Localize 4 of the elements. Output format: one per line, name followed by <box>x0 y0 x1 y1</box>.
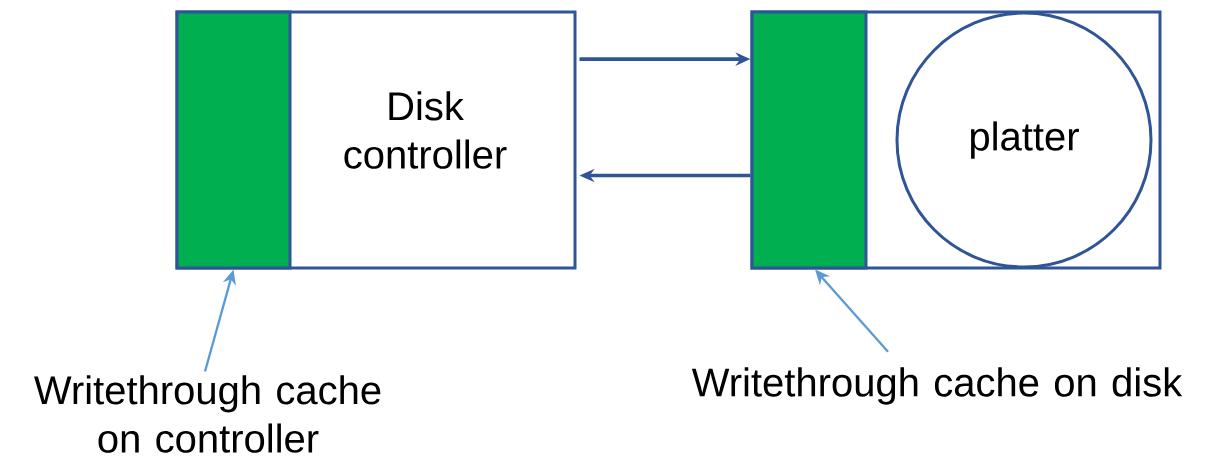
cache-bar <box>175 10 292 270</box>
callout-text: Writethrough cache on controller <box>34 375 381 453</box>
cache-bar <box>750 10 868 270</box>
callout-text: Writethrough cache on disk <box>691 367 1183 405</box>
